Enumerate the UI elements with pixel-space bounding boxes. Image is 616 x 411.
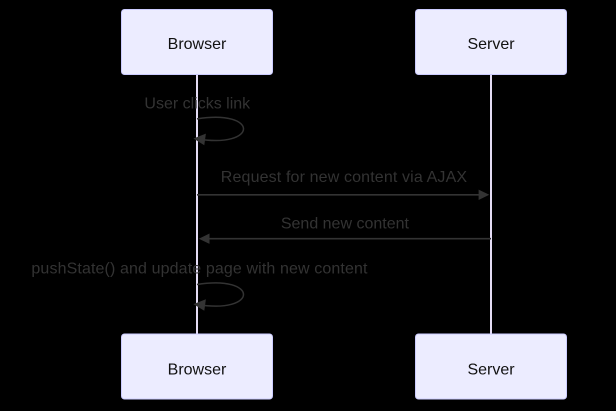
svg-text:Request for new content via AJ: Request for new content via AJAX <box>221 169 468 186</box>
svg-text:Browser: Browser <box>168 362 227 379</box>
svg-text:Server: Server <box>467 36 515 53</box>
svg-text:User clicks link: User clicks link <box>144 95 251 112</box>
svg-text:Server: Server <box>467 362 515 379</box>
svg-text:Browser: Browser <box>168 36 227 53</box>
svg-text:pushState() and update page wi: pushState() and update page with new con… <box>31 261 368 278</box>
svg-text:Send new content: Send new content <box>281 216 410 233</box>
